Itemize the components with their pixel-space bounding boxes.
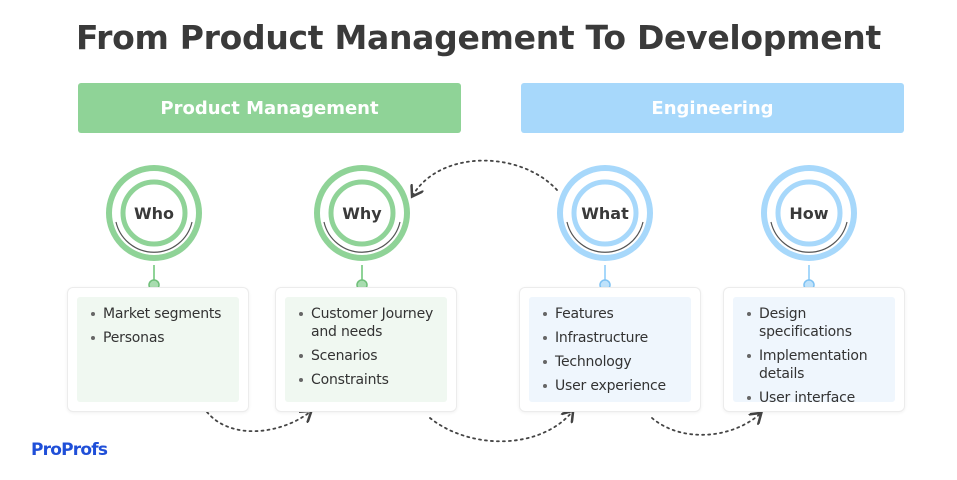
list-item: Scenarios <box>299 347 439 365</box>
list-item: Features <box>543 305 683 323</box>
card-why: Customer Journey and needs Scenarios Con… <box>275 287 457 412</box>
bullet-list: Customer Journey and needs Scenarios Con… <box>299 305 439 389</box>
card-how: Design specifications Implementation det… <box>723 287 905 412</box>
card-body: Features Infrastructure Technology User … <box>529 297 691 402</box>
stage-label-who: Who <box>133 203 175 223</box>
arrow-who-to-why <box>206 412 310 433</box>
stage-label-how: How <box>789 203 829 223</box>
target-icon <box>314 165 410 261</box>
list-item: User interface <box>747 389 887 407</box>
product-management-header: Product Management <box>78 83 461 133</box>
arrow-why-to-what <box>429 412 572 443</box>
arrow-what-to-why <box>413 159 558 195</box>
stage-label-what: What <box>581 203 629 223</box>
arrow-what-to-how <box>651 414 760 436</box>
circle-why: Why <box>311 162 413 264</box>
list-item: Customer Journey and needs <box>299 305 439 341</box>
target-icon <box>106 165 202 261</box>
stage-label-why: Why <box>342 203 382 223</box>
page-title: From Product Management To Development <box>76 18 881 57</box>
bullet-list: Design specifications Implementation det… <box>747 305 887 407</box>
engineering-label: Engineering <box>651 97 774 119</box>
circle-how: How <box>758 162 860 264</box>
list-item: User experience <box>543 377 683 395</box>
bullet-list: Market segments Personas <box>91 305 231 347</box>
list-item: Design specifications <box>747 305 887 341</box>
proprofs-logo: ProProfs <box>31 440 108 460</box>
target-icon <box>557 165 653 261</box>
list-item: Infrastructure <box>543 329 683 347</box>
circle-who: Who <box>103 162 205 264</box>
list-item: Market segments <box>91 305 231 323</box>
card-who: Market segments Personas <box>67 287 249 412</box>
card-body: Design specifications Implementation det… <box>733 297 895 406</box>
card-body: Customer Journey and needs Scenarios Con… <box>285 297 447 402</box>
card-what: Features Infrastructure Technology User … <box>519 287 701 412</box>
card-body: Market segments Personas <box>77 297 239 402</box>
list-item: Implementation details <box>747 347 887 383</box>
bullet-list: Features Infrastructure Technology User … <box>543 305 683 395</box>
product-management-label: Product Management <box>160 97 379 119</box>
target-icon <box>761 165 857 261</box>
list-item: Constraints <box>299 371 439 389</box>
engineering-header: Engineering <box>521 83 904 133</box>
list-item: Personas <box>91 329 231 347</box>
list-item: Technology <box>543 353 683 371</box>
circle-what: What <box>554 162 656 264</box>
